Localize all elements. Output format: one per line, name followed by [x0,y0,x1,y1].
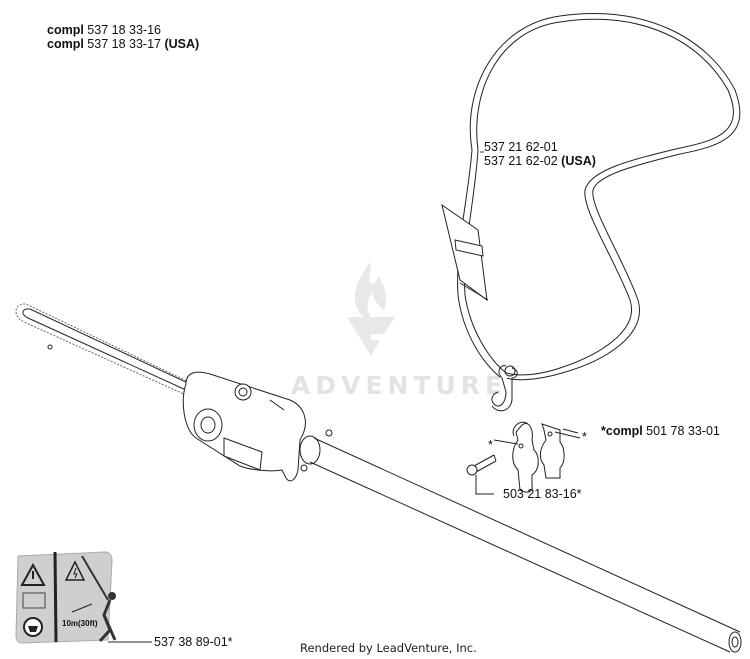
part-number: 537 18 33-17 [87,37,161,51]
part-number: 503 21 83-16* [503,487,582,501]
decal-distance-text: 10m(30ft) [62,619,98,628]
region-suffix: (USA) [561,154,596,168]
part-number: 537 18 33-16 [87,23,161,37]
screw-icon [466,454,497,495]
watermark-text: ADVENTURE [291,371,508,400]
warning-decal-icon [15,551,152,644]
callout-screw: 503 21 83-16* [503,487,582,501]
strap-icon [441,13,741,412]
asterisk-mark: * [488,438,493,452]
callout-warning-decal: 537 38 89-01* [154,635,233,649]
callout-prefix: compl [47,37,84,51]
part-number: 537 21 62-02 [484,154,558,168]
callout-strap: 537 21 62-01 [484,140,558,154]
callout-pole-saw-assembly-usa: compl 537 18 33-17 (USA) [47,37,199,51]
region-suffix: (USA) [164,37,200,51]
part-number: 501 78 33-01 [646,424,720,438]
footer-credit: Rendered by LeadVenture, Inc. [300,641,477,655]
asterisk-mark: * [582,430,587,444]
callout-prefix: *compl [601,424,643,438]
clamp-icon [493,421,581,493]
pole-saw-icon [15,303,742,653]
part-number: 537 21 62-01 [484,140,558,154]
part-number: 537 38 89-01* [154,635,233,649]
callout-clamp-kit: *compl 501 78 33-01 [601,424,720,438]
callout-pole-saw-assembly: compl 537 18 33-16 [47,23,161,37]
callout-prefix: compl [47,23,84,37]
callout-strap-usa: 537 21 62-02 (USA) [484,154,596,168]
